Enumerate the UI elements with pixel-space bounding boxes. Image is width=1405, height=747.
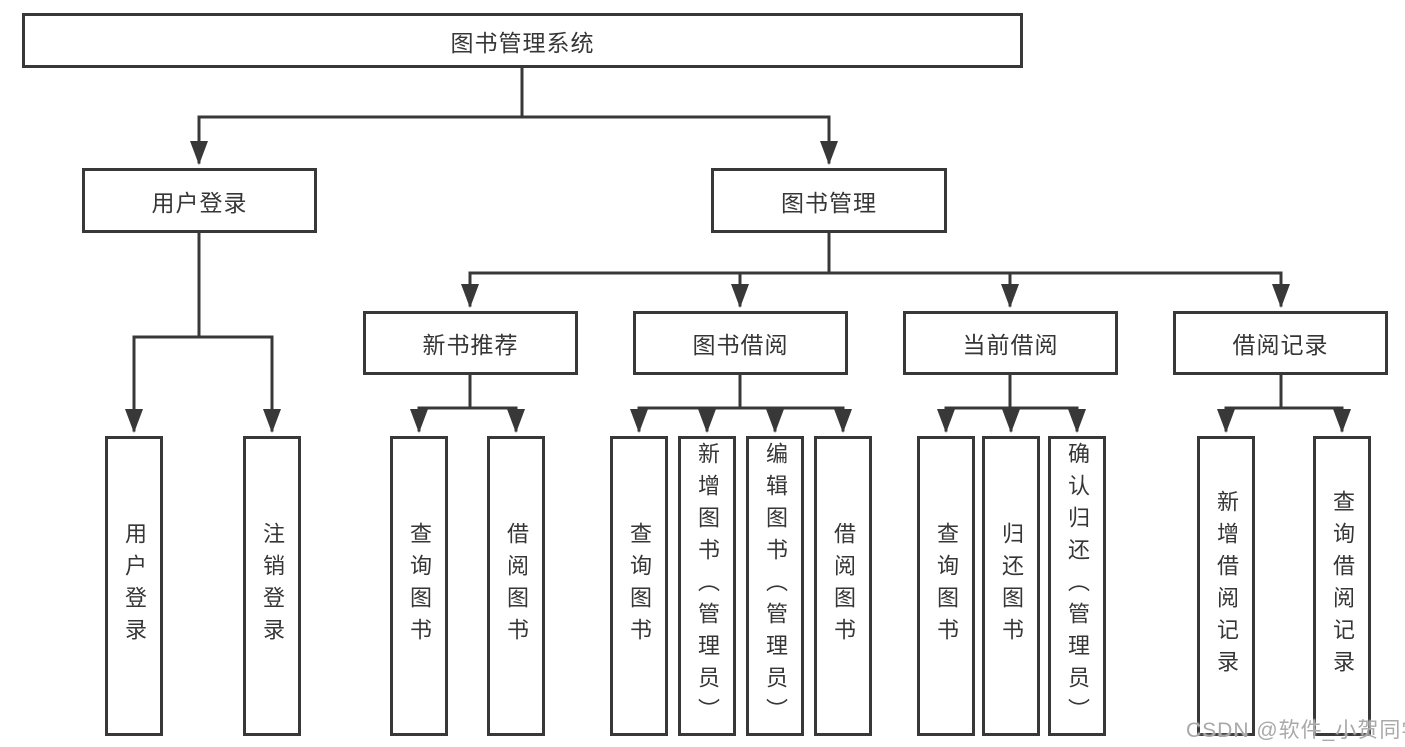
node-label: 新增借阅记录: [1214, 490, 1239, 682]
node-label: 图书借阅: [692, 332, 789, 358]
node-user-login: 用户登录: [82, 168, 317, 233]
leaf-edit-books-admin: 编辑图书（管理员）: [746, 436, 804, 736]
node-label: 注销登录: [260, 522, 285, 650]
leaf-logout: 注销登录: [243, 436, 301, 736]
leaf-recommend-query-books: 查询图书: [390, 436, 448, 736]
node-borrow-records: 借阅记录: [1173, 311, 1388, 375]
node-new-book-recommend: 新书推荐: [363, 311, 578, 375]
node-label: 确认归还（管理员）: [1065, 442, 1090, 730]
leaf-confirm-return-admin: 确认归还（管理员）: [1048, 436, 1106, 736]
node-book-borrow: 图书借阅: [633, 311, 848, 375]
node-label: 借阅图书: [504, 522, 529, 650]
node-label: 新书推荐: [422, 332, 519, 358]
node-current-borrow: 当前借阅: [903, 311, 1118, 375]
leaf-query-borrow-record: 查询借阅记录: [1313, 436, 1371, 736]
node-label: 查询图书: [407, 522, 432, 650]
leaf-current-query-books: 查询图书: [917, 436, 975, 736]
node-label: 查询图书: [934, 522, 959, 650]
node-book-management: 图书管理: [711, 168, 947, 233]
leaf-recommend-borrow-books: 借阅图书: [487, 436, 545, 736]
node-label: 查询借阅记录: [1330, 490, 1355, 682]
node-label: 用户登录: [151, 189, 248, 216]
node-label: 查询图书: [627, 522, 652, 650]
node-label: 编辑图书（管理员）: [763, 442, 788, 730]
leaf-user-login: 用户登录: [105, 436, 163, 736]
leaf-add-books-admin: 新增图书（管理员）: [678, 436, 736, 736]
watermark: CSDN @软件_小贺同学: [1186, 719, 1405, 742]
node-label: 图书管理: [781, 189, 877, 216]
node-label: 新增图书（管理员）: [695, 442, 720, 730]
node-label: 当前借阅: [962, 332, 1059, 358]
node-label: 归还图书: [999, 522, 1024, 650]
node-label: 借阅记录: [1232, 332, 1329, 358]
leaf-add-borrow-record: 新增借阅记录: [1197, 436, 1255, 736]
node-label: 借阅图书: [831, 522, 856, 650]
node-label: 图书管理系统: [450, 29, 595, 56]
leaf-return-books: 归还图书: [982, 436, 1040, 736]
leaf-borrow-query-books: 查询图书: [610, 436, 668, 736]
leaf-borrow-books: 借阅图书: [814, 436, 872, 736]
node-root: 图书管理系统: [22, 13, 1023, 68]
node-label: 用户登录: [122, 522, 147, 650]
